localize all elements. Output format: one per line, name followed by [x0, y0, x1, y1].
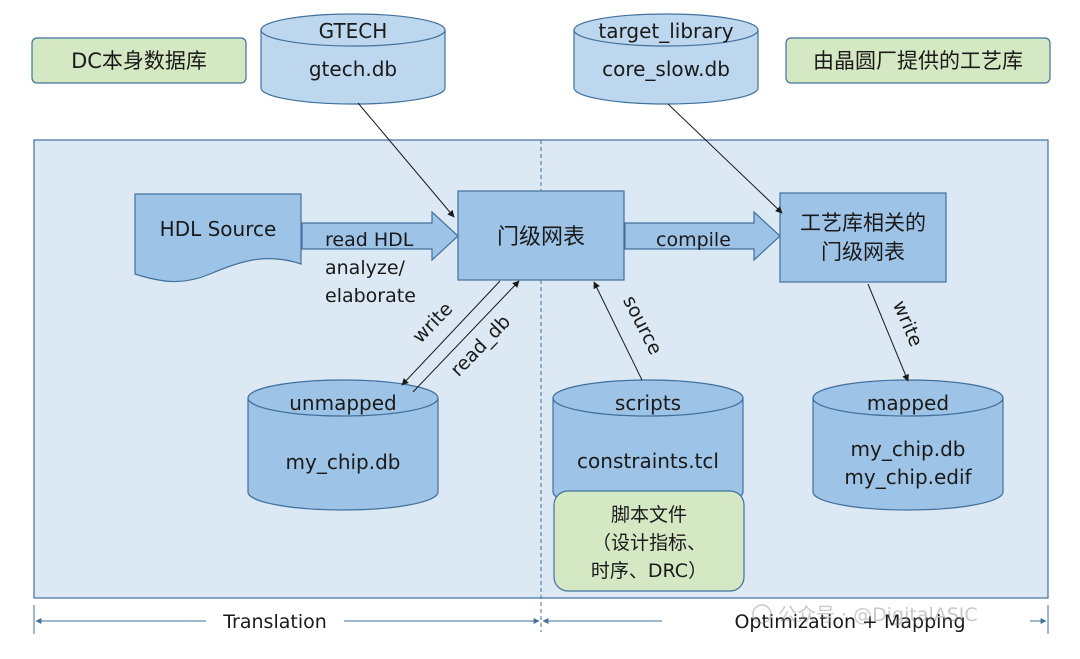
note-script-file: 脚本文件 （设计指标、 时序、DRC） — [553, 490, 745, 592]
note-dc-library: DC本身数据库 — [31, 37, 247, 84]
library-netlist-label-1: 工艺库相关的 — [800, 211, 926, 235]
gate-netlist-label: 门级网表 — [497, 225, 585, 250]
db-mapped-file-1: my_chip.db — [851, 437, 966, 461]
hdl-source-document: HDL Source — [134, 193, 302, 283]
read-hdl-block-arrow: read HDL — [301, 210, 459, 262]
analyze-label: analyze/ — [325, 257, 406, 279]
compile-label: compile — [656, 229, 731, 251]
db-target-title: target_library — [598, 19, 733, 43]
arrow-write-unmapped — [401, 280, 501, 386]
elaborate-label: elaborate — [325, 285, 416, 307]
library-netlist-box: 工艺库相关的 门级网表 — [779, 192, 947, 283]
note-vendor-library: 由晶圆厂提供的工艺库 — [785, 37, 1051, 84]
note-script-line-2: （设计指标、 — [592, 532, 706, 554]
db-unmapped-file: my_chip.db — [286, 450, 401, 474]
arrow-target-to-netlist — [667, 103, 783, 214]
note-script-line-1: 脚本文件 — [611, 504, 687, 526]
db-mapped-title: mapped — [867, 391, 949, 415]
db-target-library-cylinder: target_library core_slow.db — [573, 13, 759, 105]
note-script-line-3: 时序、DRC） — [591, 560, 707, 582]
db-gtech-title: GTECH — [319, 19, 388, 43]
db-gtech-cylinder: GTECH gtech.db — [260, 13, 446, 105]
db-mapped-cylinder: mapped my_chip.db my_chip.edif — [812, 379, 1004, 511]
watermark-text: 公众号 · @DigitalASIC — [778, 604, 978, 626]
gate-netlist-box: 门级网表 — [457, 190, 625, 281]
db-target-file: core_slow.db — [602, 57, 730, 81]
phase-optimization-label: Optimization + Mapping — [734, 611, 965, 633]
library-netlist-label-2: 门级网表 — [821, 240, 905, 264]
db-mapped-file-2: my_chip.edif — [844, 465, 972, 489]
note-dc-library-text: DC本身数据库 — [71, 49, 207, 73]
db-gtech-file: gtech.db — [309, 57, 397, 81]
watermark-logo-icon — [752, 604, 772, 624]
phase-translation-label: Translation — [222, 611, 327, 633]
watermark: 公众号 · @DigitalASIC — [752, 604, 978, 626]
arrow-source-scripts — [593, 281, 643, 381]
db-scripts-file: constraints.tcl — [577, 449, 719, 473]
read-hdl-label: read HDL — [325, 229, 414, 251]
compile-block-arrow: compile — [624, 210, 781, 262]
note-vendor-library-text: 由晶圆厂提供的工艺库 — [813, 49, 1023, 73]
db-scripts-title: scripts — [615, 391, 681, 415]
db-unmapped-cylinder: unmapped my_chip.db — [247, 379, 439, 511]
arrow-write-mapped — [867, 283, 909, 382]
hdl-source-label: HDL Source — [160, 217, 277, 241]
db-scripts-cylinder: scripts constraints.tcl — [552, 379, 744, 511]
db-unmapped-title: unmapped — [289, 391, 396, 415]
arrow-gtech-to-netlist — [357, 102, 455, 218]
arrow-read-db — [412, 280, 520, 393]
